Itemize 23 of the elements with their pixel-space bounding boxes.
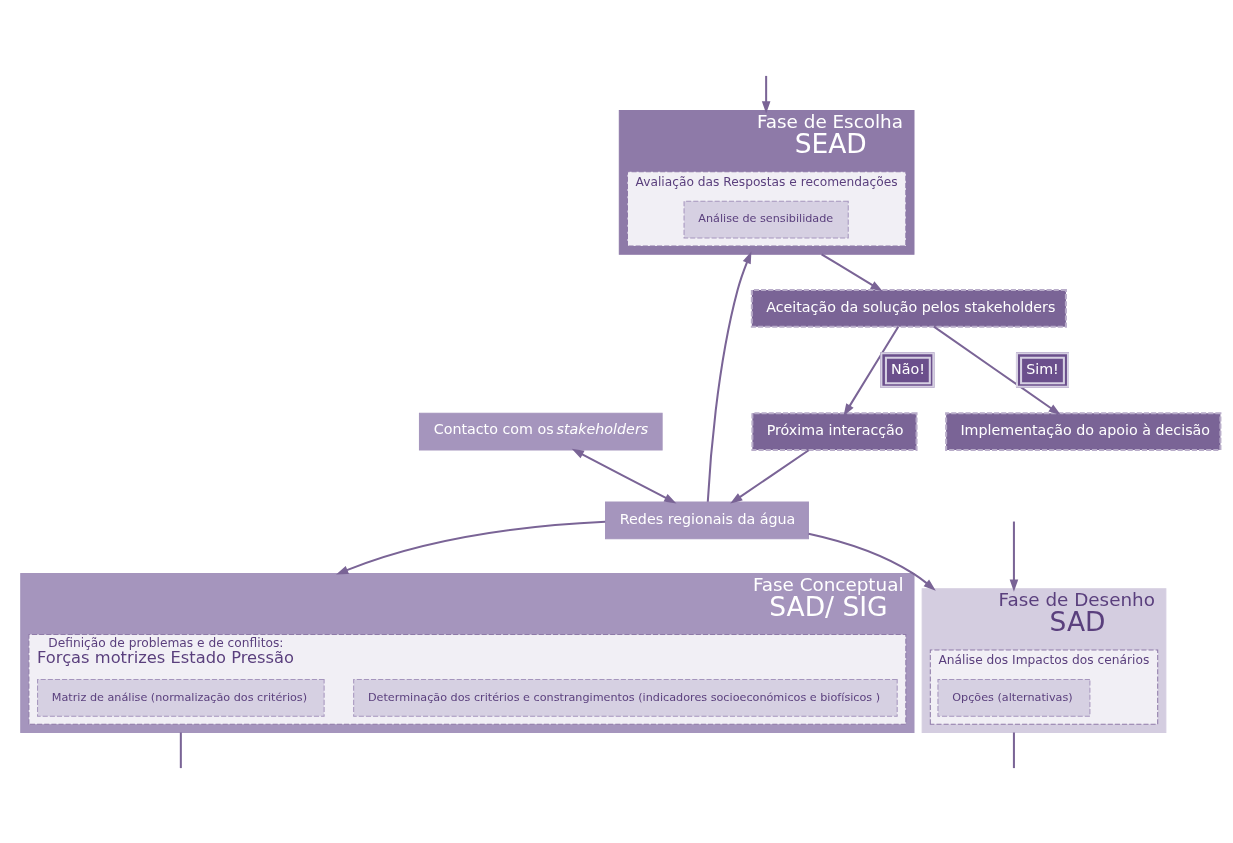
node-box: Determinação dos critérios e constrangimentos (indicadores socioeconómicos e biofísicos ) (353, 678, 898, 717)
connector (179, 732, 182, 768)
edge-label: Não! (891, 360, 925, 377)
node-box: Análise de sensibilidade (683, 200, 849, 238)
arrow (571, 448, 677, 503)
arrow (1009, 521, 1019, 592)
node-box: Aceitação da solução pelos stakeholders (750, 288, 1067, 328)
arrow (933, 325, 1061, 415)
arrow (730, 448, 810, 504)
node-box: Opções (alternativas) (937, 678, 1091, 717)
edge-label: Sim! (1026, 360, 1059, 377)
arrow (336, 520, 606, 575)
arrow (706, 250, 752, 502)
arrow (843, 325, 900, 416)
node-box: Contacto com os stakeholders (418, 412, 663, 451)
node-box: Redes regionais da água (605, 501, 809, 539)
arrow (761, 75, 771, 114)
node-box: Próxima interacção (751, 411, 918, 451)
arrow (821, 252, 883, 291)
node-box: Matriz de análise (normalização dos critérios) (37, 678, 325, 717)
connector (1012, 732, 1015, 768)
arrow (808, 532, 936, 591)
node-box: Implementação do apoio à decisão (945, 411, 1222, 451)
